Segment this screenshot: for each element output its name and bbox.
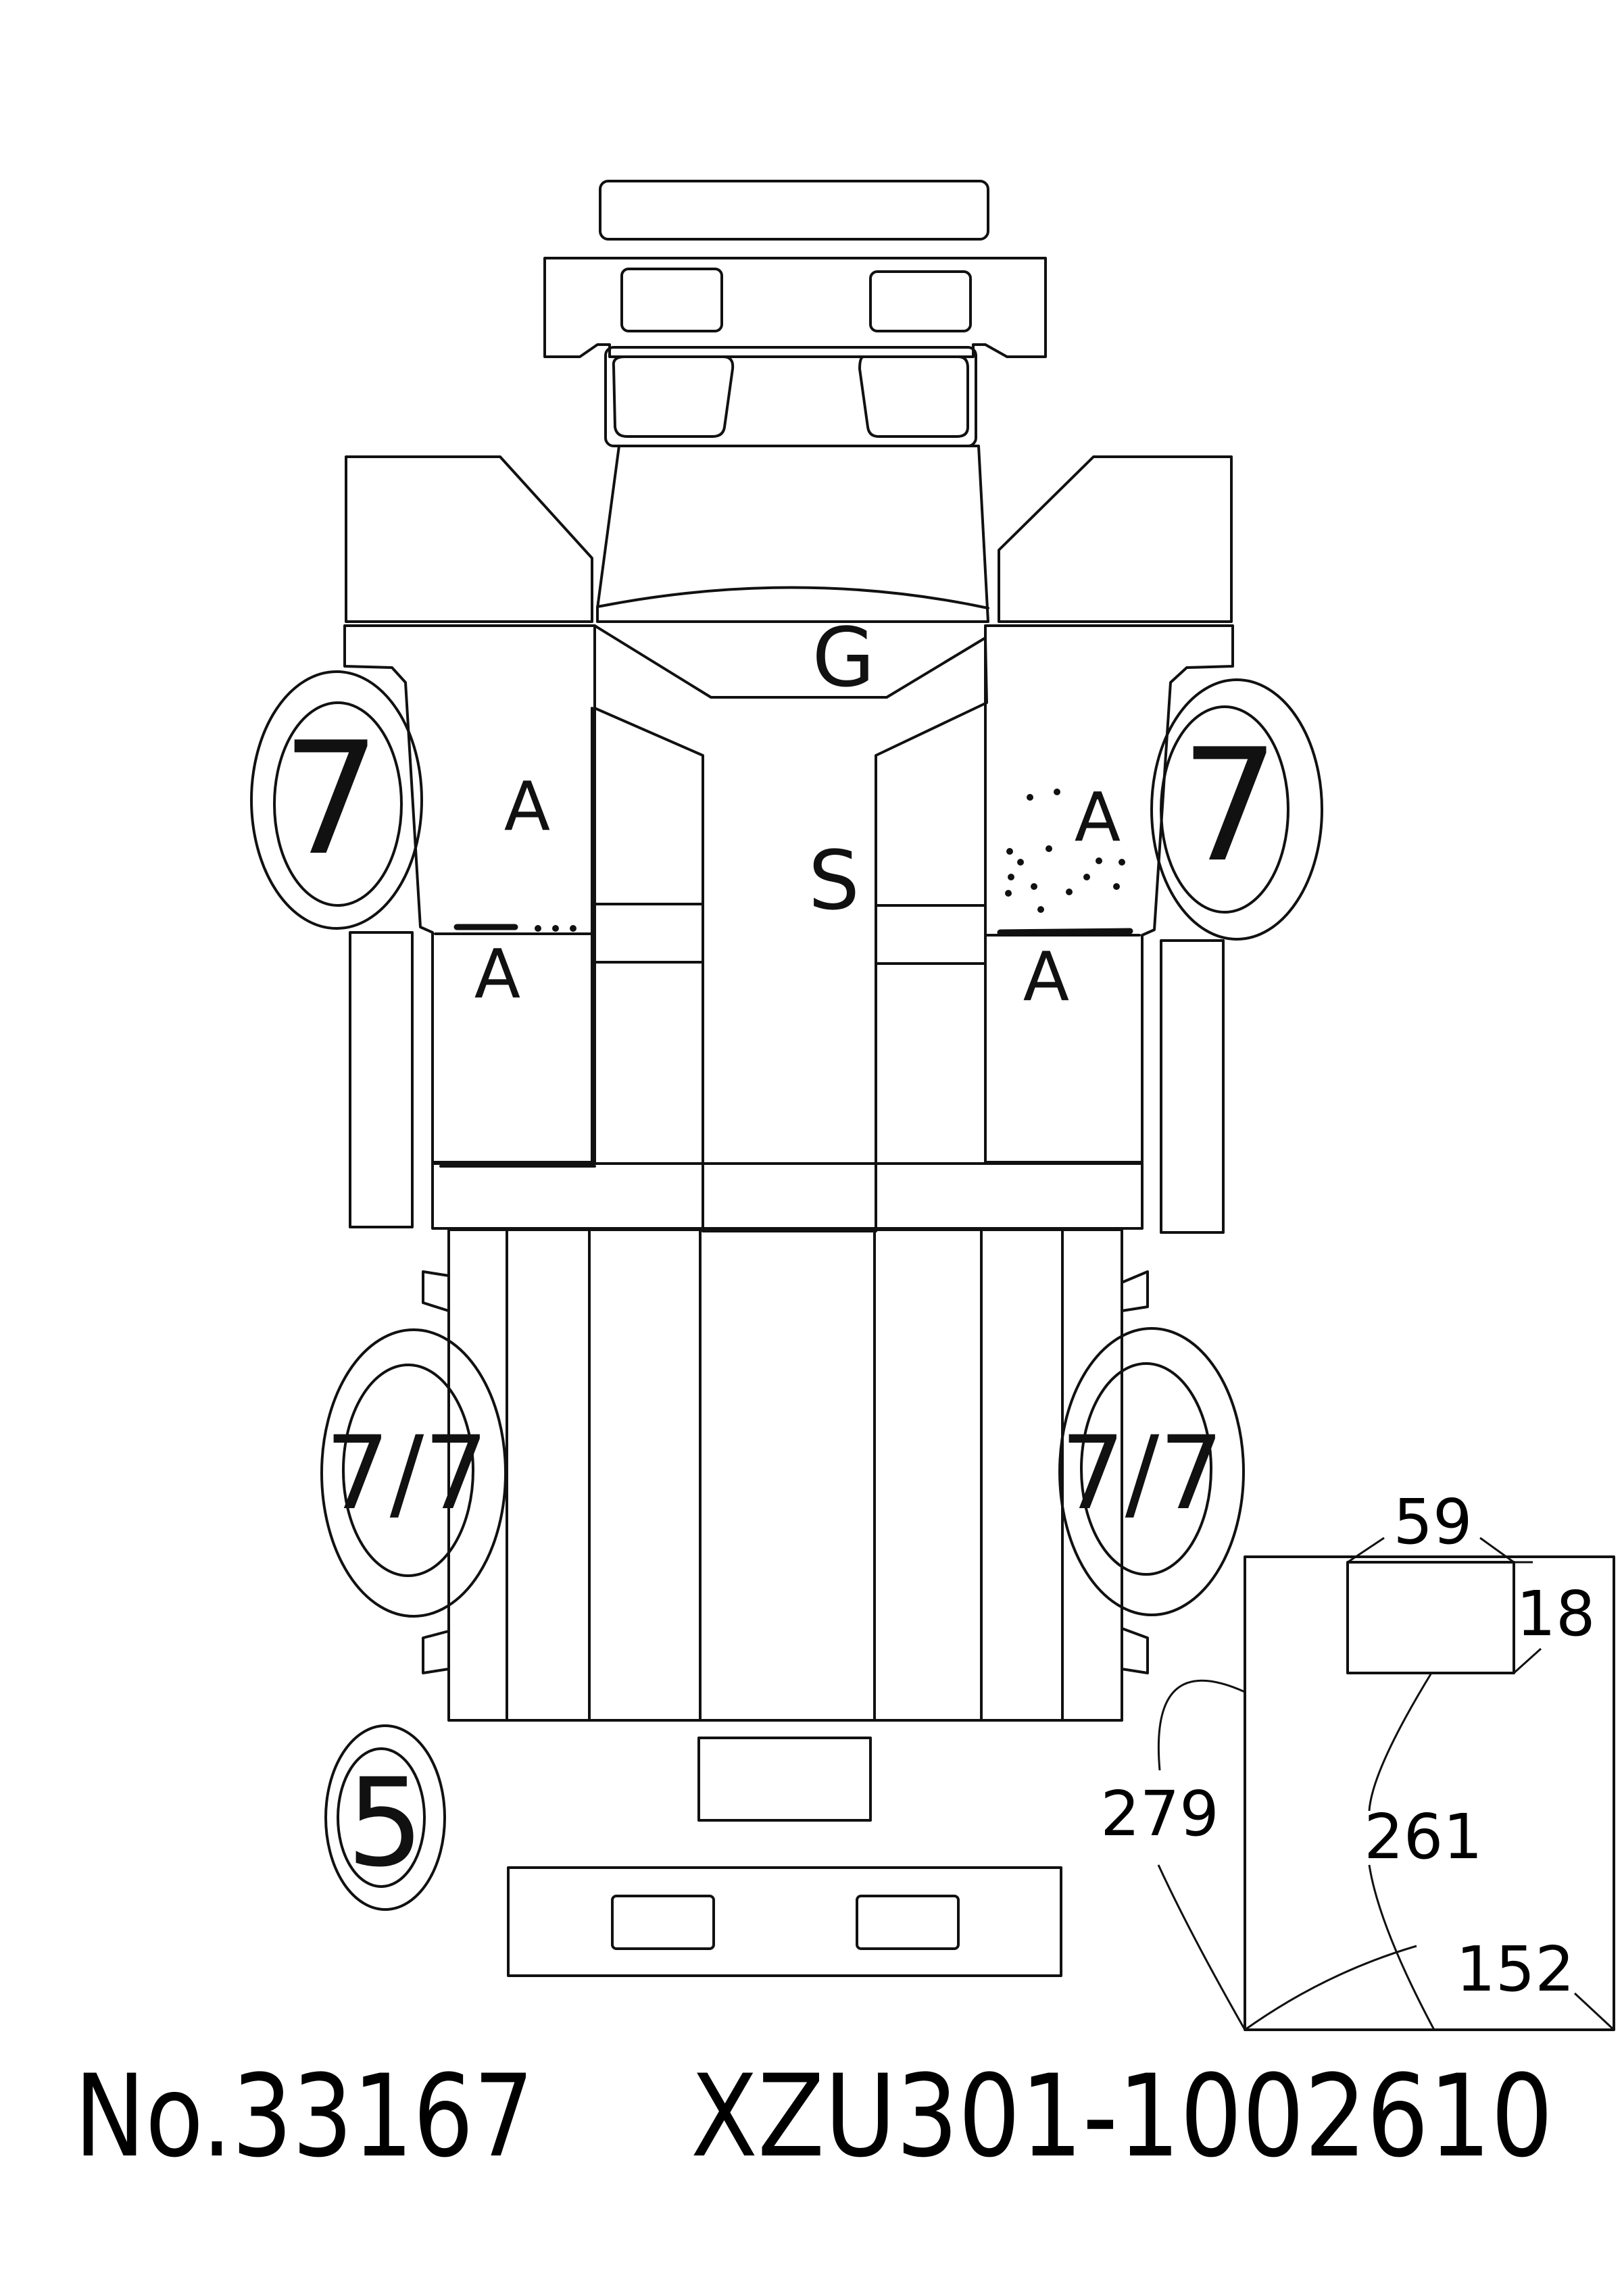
- left-lower-label: A: [474, 934, 520, 1014]
- stock-number: No.33167: [74, 2050, 534, 2182]
- left-step: [349, 931, 414, 1228]
- tire-front-right-label: 7: [1181, 716, 1279, 897]
- roof-label: S: [808, 834, 860, 928]
- tire-rear-right-label: 7/7: [1060, 1415, 1223, 1532]
- tire-rear-right: 7/7: [1058, 1327, 1245, 1616]
- right-upper-label: A: [1075, 778, 1121, 857]
- cargo-bed: [422, 1228, 1149, 1722]
- rear-hitch: [697, 1737, 872, 1822]
- left-front-fender: [345, 455, 593, 623]
- cargo-dim-left: 279: [1100, 1778, 1219, 1850]
- tire-front-left: 7: [250, 670, 423, 930]
- right-lower-label: A: [1023, 937, 1069, 1016]
- tire-front-right: 7: [1150, 678, 1323, 941]
- cargo-dim-bottom: 152: [1456, 1933, 1575, 2005]
- tire-spare-label: 5: [347, 1753, 424, 1894]
- cab-back-beam: [431, 1162, 1144, 1230]
- tire-rear-left: 7/7: [320, 1328, 507, 1618]
- hood-label: G: [812, 612, 875, 705]
- tire-rear-left-label: 7/7: [325, 1415, 488, 1532]
- hood-panel: [596, 445, 989, 623]
- left-cab-side: [343, 624, 596, 1168]
- windshield: [604, 346, 977, 447]
- front-bumper: [599, 180, 989, 241]
- rear-bumper: [507, 1866, 1062, 1977]
- damage-marks: [453, 789, 1133, 936]
- cargo-dim-side: 18: [1516, 1578, 1595, 1650]
- right-front-fender: [998, 455, 1233, 623]
- right-step: [1160, 939, 1225, 1234]
- cargo-dim-inner: 261: [1364, 1801, 1483, 1873]
- front-grille: [543, 257, 1047, 358]
- roof-panel: [591, 624, 988, 1232]
- cargo-box-diagram: [1157, 1537, 1615, 2031]
- left-upper-label: A: [504, 767, 550, 846]
- tire-front-left-label: 7: [282, 709, 380, 890]
- chassis-number: XZU301-1002610: [691, 2050, 1553, 2182]
- tire-spare: 5: [324, 1724, 446, 1911]
- cargo-dim-top: 59: [1393, 1486, 1472, 1558]
